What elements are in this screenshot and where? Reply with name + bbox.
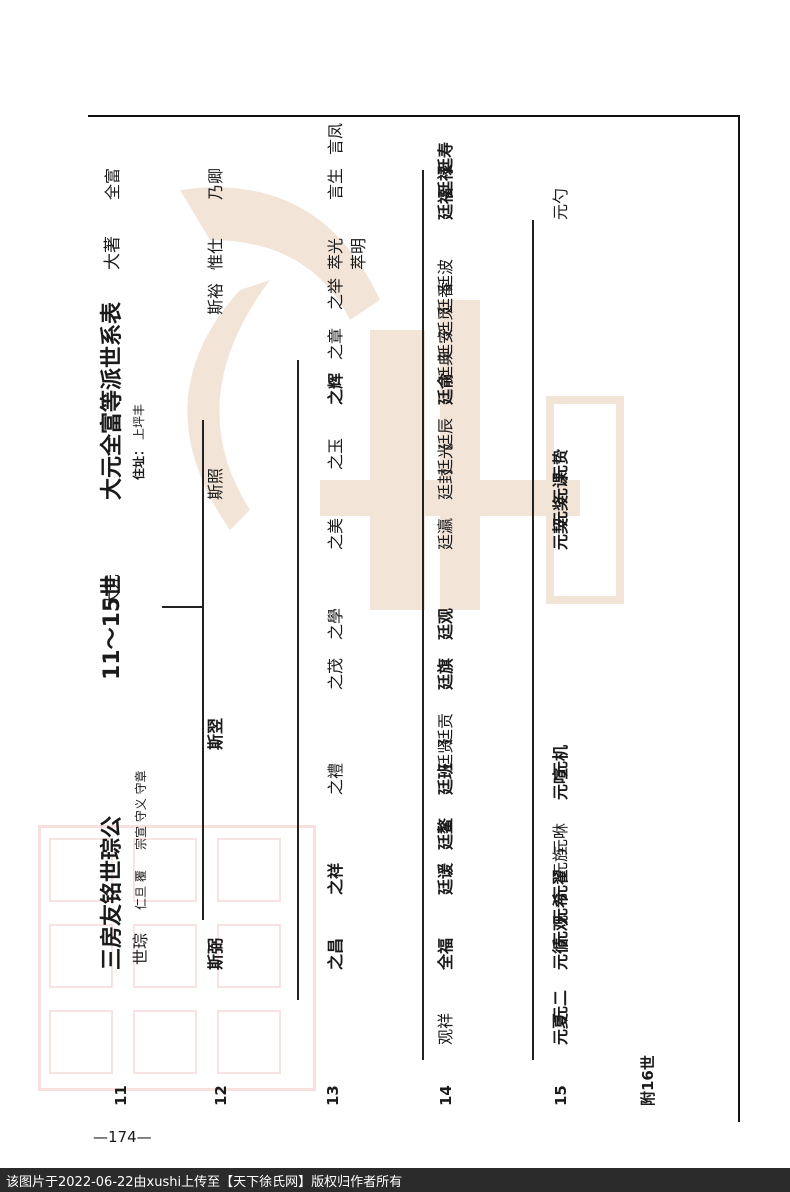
gen12-sizhao: 斯照	[206, 467, 225, 500]
gen13-zhimei: 之美	[326, 517, 345, 550]
address-value: 上坪丰	[132, 403, 146, 440]
gen11-dazhu: 大著	[103, 236, 123, 270]
gen13-zhiju: 之举	[326, 277, 345, 310]
gen12-siyi: 斯翌	[206, 717, 225, 750]
gen13-zhimao: 之茂	[326, 657, 345, 690]
gen15-yuanshao: 元勺	[551, 187, 570, 220]
bird-watermark-icon	[180, 187, 624, 610]
gen-label-16: 附16世	[639, 1055, 657, 1106]
title-right: 大元全富等派世系表	[100, 301, 125, 500]
gen11-shicong: 世琮	[131, 932, 150, 965]
address-label: 住址：	[132, 443, 146, 480]
gen15-yuaner: 元二	[551, 989, 570, 1022]
gen14-tingying: 廷瀛	[436, 517, 455, 550]
gen14-tingqi: 廷旗	[436, 657, 455, 690]
gen14-tingchen: 廷辰	[436, 417, 455, 450]
gen13-cuiguang: 萃光	[326, 237, 345, 270]
gen15-yuanxiu: 元咻	[551, 822, 570, 855]
connector	[202, 420, 204, 920]
gen13-zhixiang: 之祥	[326, 862, 345, 895]
gen11-quanfu: 全富	[103, 167, 122, 200]
connector	[532, 220, 534, 1060]
gen14-tingshou: 廷寿	[436, 141, 455, 174]
gen14-tingbo: 廷波	[436, 258, 455, 291]
gen12-naiqing: 乃卿	[206, 167, 225, 200]
gen13-zhizhang: 之章	[326, 327, 345, 360]
rotated-chart: 三房友铭世琮公 11～15世 大元全富等派世系表 11 12 13 14 15 …	[92, 120, 737, 1120]
gen-label-14: 14	[437, 1085, 455, 1106]
gen14-tingxuan: 廷谖	[436, 862, 455, 895]
connector	[422, 170, 424, 1060]
title-left: 三房友铭世琮公	[100, 815, 125, 970]
footer-bar: 该图片于2022-06-22由xushi上传至【天下徐氏网】版权归作者所有	[0, 1168, 790, 1192]
gen13-zhili: 之禮	[326, 762, 345, 795]
gen12-weishi: 惟仕	[206, 237, 225, 270]
gen14-guanxiang: 观祥	[436, 1012, 455, 1045]
gen12-siyu: 斯裕	[206, 282, 225, 315]
gen11-shicong-extra: 宗宣 守义 守章	[134, 770, 148, 850]
gen11-dayuan: 大元	[103, 574, 123, 608]
gen13-yansheng: 言生	[326, 167, 345, 200]
gen13-zhichang: 之昌	[326, 937, 345, 970]
gen13-cuiming: 萃明	[349, 237, 368, 270]
gen15-yuanzhi: 元贽	[551, 448, 570, 481]
gen14-tingao: 廷鳌	[436, 817, 455, 850]
connector	[162, 606, 202, 608]
gen13-zhixue: 之學	[326, 607, 345, 640]
page-number: —174—	[93, 1128, 152, 1146]
gen-label-11: 11	[112, 1085, 130, 1106]
gen14-quanfu: 全福	[436, 937, 455, 970]
gen15-yuanji: 元机	[551, 744, 570, 777]
gen11-shicong-note: 仁旦 覆	[134, 870, 148, 910]
gen13-zhiyu: 之玉	[326, 437, 345, 470]
footer-text: 该图片于2022-06-22由xushi上传至【天下徐氏网】版权归作者所有	[6, 1175, 403, 1190]
gen12-sibi: 斯弼	[206, 937, 225, 970]
gen-label-12: 12	[212, 1085, 230, 1106]
gen-label-13: 13	[324, 1085, 342, 1106]
gen14-tingguan: 廷观	[436, 607, 455, 640]
connector	[297, 360, 299, 1000]
gen13-zhihui: 之辉	[326, 372, 345, 405]
gen-label-15: 15	[552, 1085, 570, 1106]
gen14-tinggong: 廷贡	[436, 712, 455, 745]
gen13-yanfeng: 言凤	[326, 122, 345, 155]
seal-watermark	[38, 825, 316, 1091]
table-frame	[88, 115, 740, 1122]
